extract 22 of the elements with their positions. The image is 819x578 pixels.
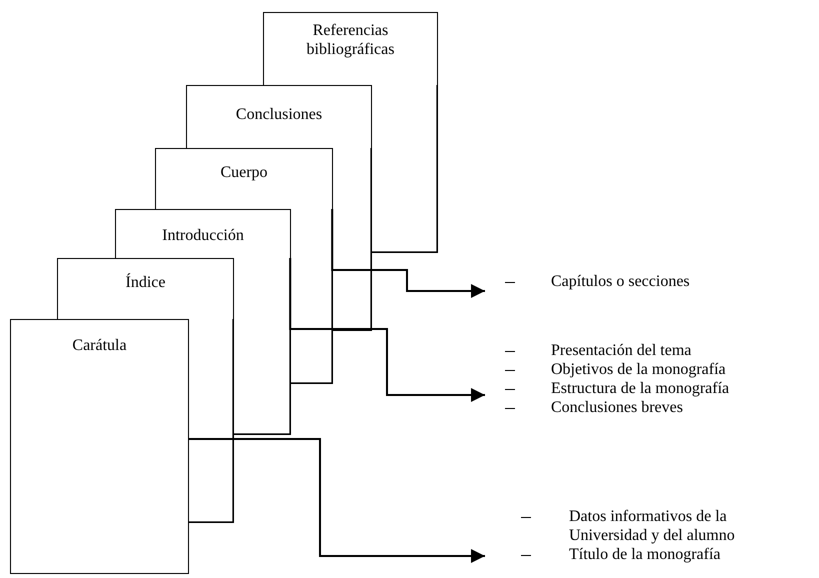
page-shape <box>263 12 438 85</box>
list-item: Estructura de la monografía <box>551 379 730 398</box>
page-title: Cuerpo <box>220 163 268 182</box>
arrow <box>188 438 485 563</box>
list-item: Presentación del tema <box>551 341 692 360</box>
arrow <box>289 258 485 402</box>
page-title: Índice <box>126 273 166 292</box>
page-shape <box>186 85 372 148</box>
list-item: Objetivos de la monografía <box>551 360 727 379</box>
list-item: Conclusiones breves <box>551 398 684 417</box>
page-title: Conclusiones <box>236 105 322 124</box>
list-item: Capítulos o secciones <box>551 272 691 291</box>
page-shape <box>155 148 333 209</box>
page-shape <box>115 209 291 258</box>
page-title: Carátula <box>72 336 127 355</box>
page-shape <box>57 258 234 319</box>
arrow <box>331 209 485 298</box>
page-shape <box>10 319 189 574</box>
list-item: Datos informativos de la Universidad y del alumno <box>569 507 736 545</box>
page-title: Introducción <box>162 226 244 245</box>
page-title: Referencias bibliográficas <box>306 21 396 59</box>
list-item: Título de la monografía <box>569 545 722 564</box>
